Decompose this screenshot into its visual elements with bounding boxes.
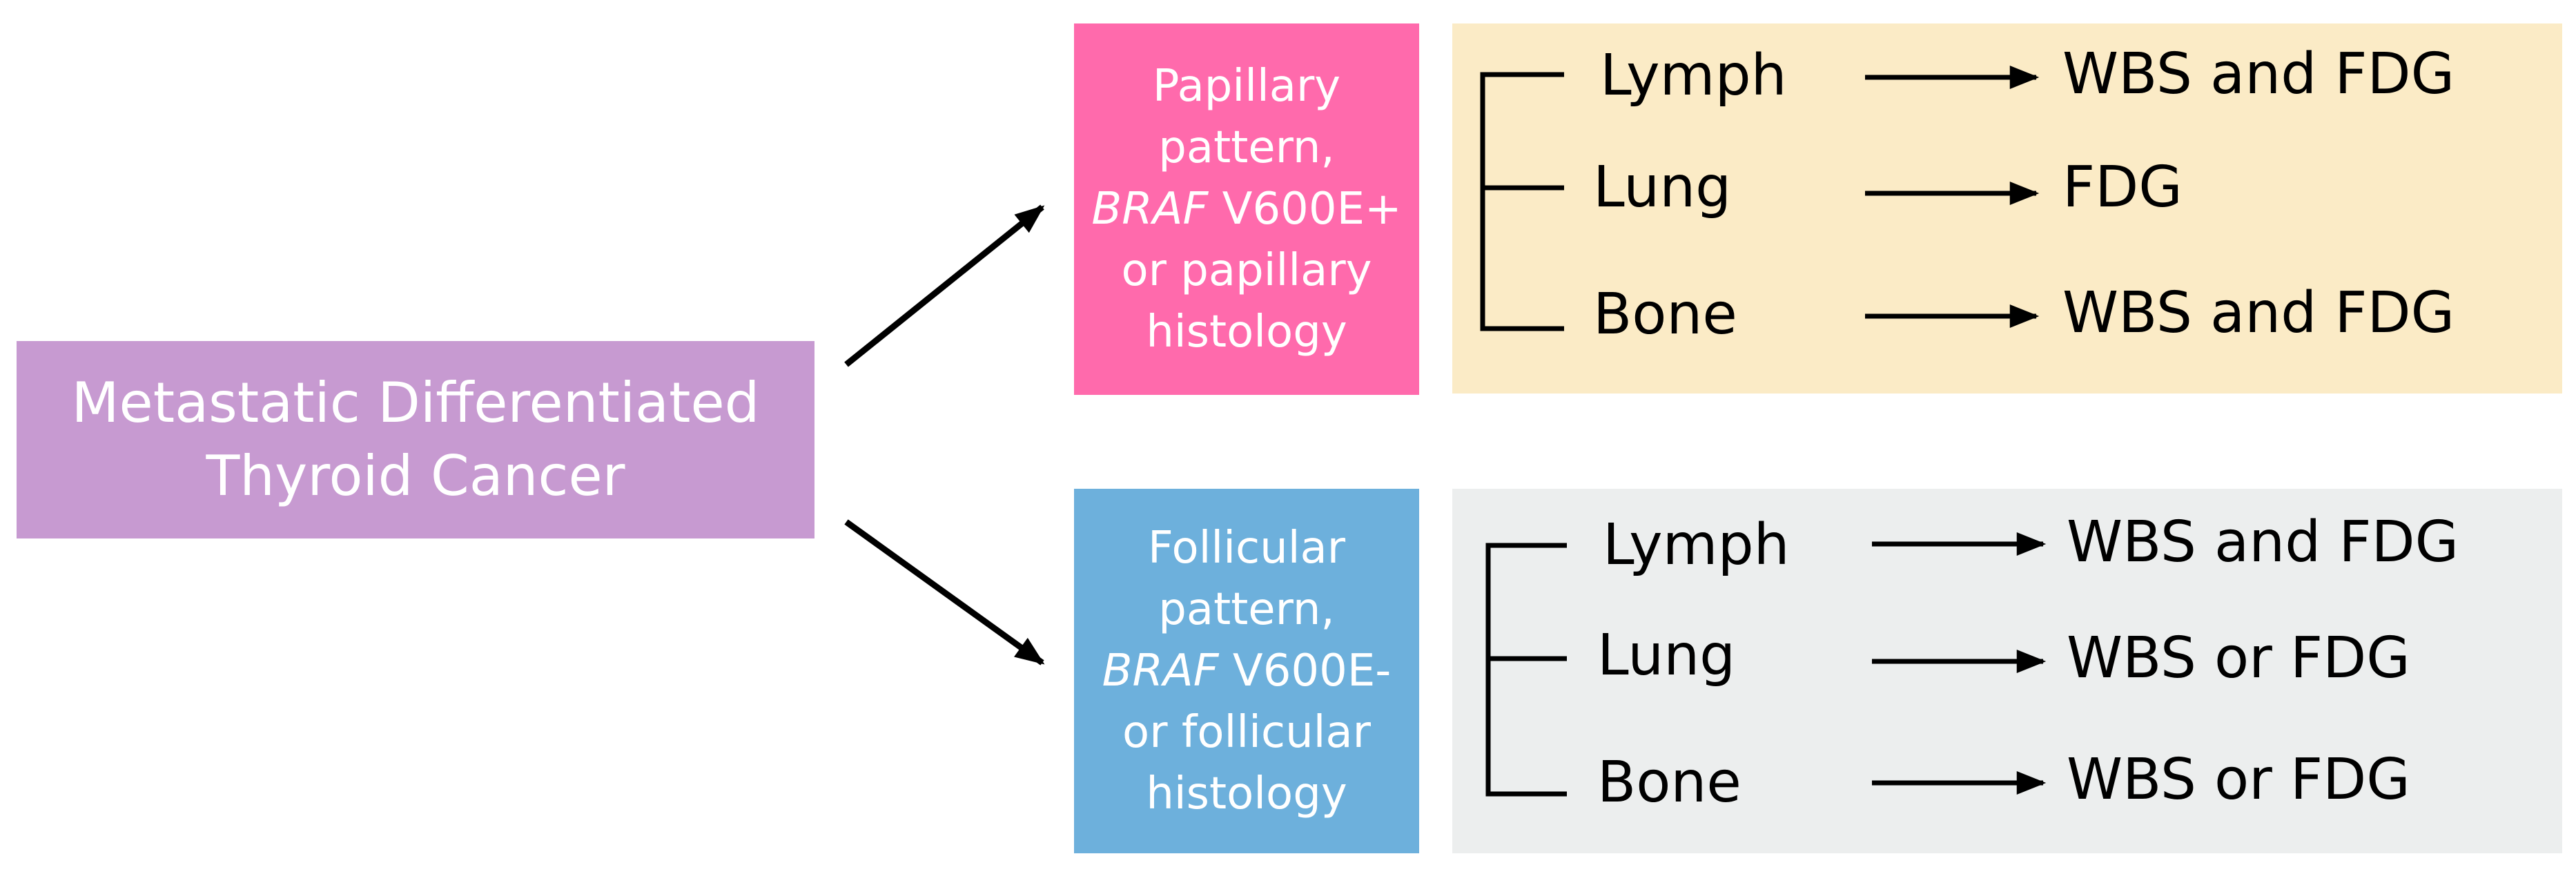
papillary-site-bone: Bone [1593,282,1737,347]
papillary-label-line-3: BRAF V600E+ [1091,179,1401,240]
papillary-mutation: V600E+ [1208,183,1402,235]
root-label-line-1: Metastatic Differentiated [71,371,760,435]
follicular-label-line-3: BRAF V600E- [1102,641,1392,702]
papillary-site-lung: Lung [1593,155,1732,220]
follicular-imaging-lymph: WBS and FDG [2067,509,2459,575]
follicular-site-lymph: Lymph [1603,512,1790,578]
papillary-label-line-2: pattern, [1158,122,1335,173]
root-node-metastatic-dtc: Metastatic Differentiated Thyroid Cancer [17,341,814,538]
papillary-gene-name: BRAF [1091,183,1209,235]
follicular-imaging-bone: WBS or FDG [2067,747,2410,813]
follicular-imaging-panel [1452,489,2562,853]
follicular-site-bone: Bone [1597,750,1741,815]
papillary-node: Papillary pattern, BRAF V600E+ or papill… [1074,23,1419,395]
root-label-line-2: Thyroid Cancer [206,444,625,508]
papillary-imaging-lymph: WBS and FDG [2062,41,2455,107]
papillary-label-line-4: or papillary [1121,244,1372,296]
follicular-label-line-2: pattern, [1158,583,1335,635]
follicular-imaging-lung: WBS or FDG [2067,625,2410,691]
follicular-site-lung: Lung [1597,623,1736,688]
papillary-imaging-bone: WBS and FDG [2062,280,2455,346]
papillary-imaging-panel [1452,23,2562,394]
follicular-label-line-5: histology [1146,768,1347,819]
papillary-site-lymph: Lymph [1600,43,1787,108]
papillary-label-line-1: Papillary [1152,60,1341,112]
papillary-label-line-5: histology [1146,306,1347,358]
follicular-label-line-4: or follicular [1122,706,1371,758]
follicular-node: Follicular pattern, BRAF V600E- or folli… [1074,489,1419,853]
follicular-gene-name: BRAF [1102,645,1219,697]
papillary-imaging-lung: FDG [2062,155,2183,220]
follicular-mutation: V600E- [1218,645,1392,697]
arrow-root-to-papillary [844,204,1045,367]
follicular-label-line-1: Follicular [1147,522,1346,574]
arrow-root-to-follicular [844,519,1045,666]
